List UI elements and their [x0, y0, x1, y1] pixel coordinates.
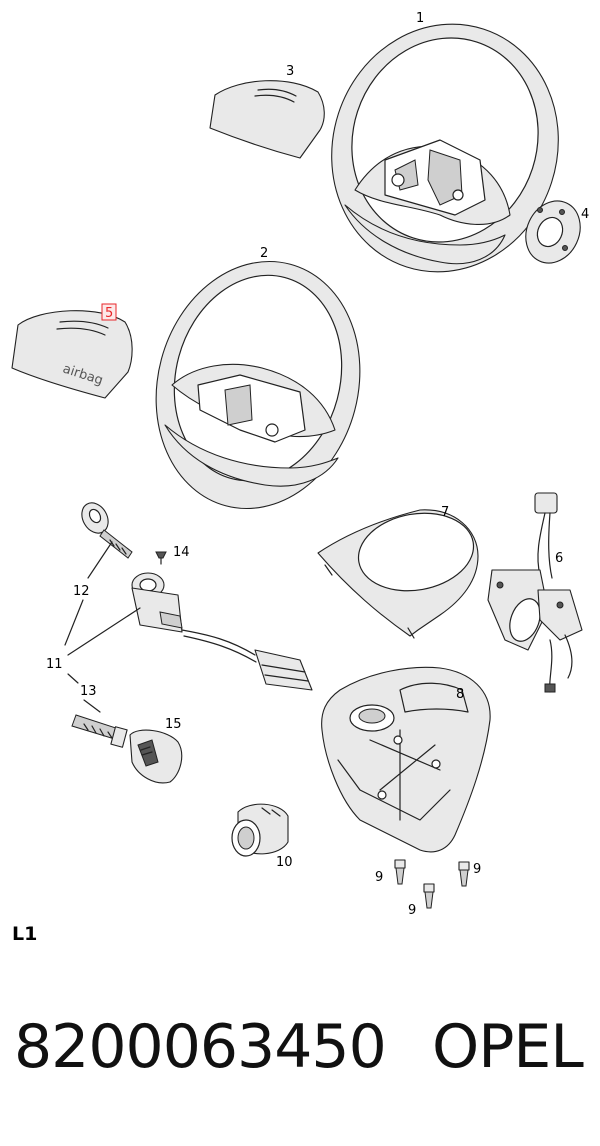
part-number: 8200063450 — [14, 1012, 387, 1082]
callout-11: 11 — [46, 657, 63, 672]
section-label: L1 — [12, 923, 38, 945]
remote-fob-15 — [129, 729, 183, 784]
key-13 — [71, 714, 128, 748]
callout-9a: 9 — [375, 870, 383, 885]
brand-name: OPEL — [432, 1012, 584, 1082]
screw-9c — [423, 883, 435, 909]
callout-3: 3 — [286, 64, 294, 79]
callout-14: 14 — [173, 545, 190, 560]
callout-15: 15 — [165, 717, 182, 732]
steering-wheel-1 — [331, 23, 559, 273]
callout-1: 1 — [416, 11, 424, 26]
steering-wheel-2 — [155, 260, 361, 510]
callout-6: 6 — [555, 551, 563, 566]
callout-5: 5 — [105, 306, 113, 321]
parts-diagram: airbag — [11, 11, 589, 918]
shroud-upper-7 — [317, 509, 479, 639]
cylinder-ring-10 — [231, 803, 289, 857]
callout-4: 4 — [581, 207, 589, 222]
callout-9b: 9 — [473, 862, 481, 877]
callout-12: 12 — [73, 584, 90, 599]
callout-7: 7 — [441, 505, 449, 520]
shroud-lower-8 — [321, 666, 491, 853]
footer: 8200063450 OPEL — [0, 1012, 600, 1112]
screw-14 — [155, 551, 167, 565]
callout-13: 13 — [80, 684, 97, 699]
callout-10: 10 — [276, 855, 293, 870]
switch-assembly-6 — [487, 492, 583, 693]
key-12 — [81, 502, 133, 559]
screw-9a — [394, 859, 406, 885]
callout-5-box — [101, 303, 117, 321]
leader-lines — [64, 541, 141, 713]
screw-9b — [458, 861, 470, 887]
airbag-cover-5: airbag — [11, 310, 133, 399]
airbag-cover-3 — [209, 80, 325, 159]
clock-spring-4 — [525, 200, 581, 264]
ignition-lock-11 — [131, 572, 313, 691]
callout-8: 8 — [456, 687, 464, 702]
callouts: 1 2 3 4 5 6 7 8 9 9 9 10 11 12 13 14 15 — [46, 11, 589, 918]
callout-9c: 9 — [408, 903, 416, 918]
callout-2: 2 — [260, 246, 268, 261]
